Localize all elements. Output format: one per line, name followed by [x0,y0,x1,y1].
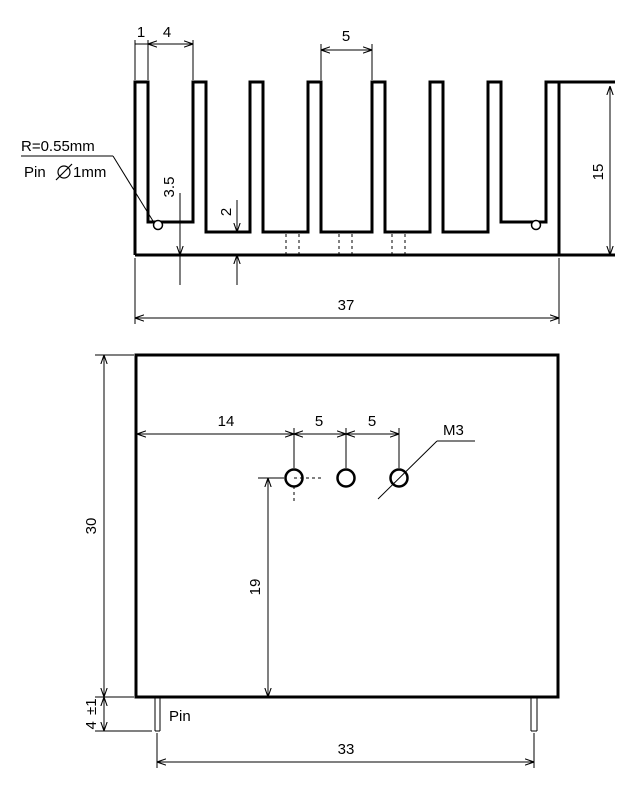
dim-slot-depth: 3.5 [161,177,178,198]
dim-hole-offset: 14 [218,413,235,430]
dim-profile-height: 15 [590,164,607,181]
dim-base-thickness: 2 [218,208,235,216]
dim-pin-length: 4 ±1 [83,698,100,729]
pin-right-icon [530,219,542,231]
hidden-pin-lines [285,234,406,255]
dim-fin-gap: 4 [163,24,171,41]
dim-hole-pitch-1: 5 [315,413,323,430]
dim-hole-height: 19 [247,579,264,596]
dim-pin-spacing: 33 [338,741,355,758]
label-thread-m3: M3 [443,422,464,439]
heatsink-front-outline [134,353,560,699]
note-pin: Pin [24,164,46,181]
diameter-icon [55,163,73,181]
pin-left-front [154,698,161,732]
front-view: Pin 14 5 5 M3 19 30 4 ±1 [83,353,560,768]
dim-center-gap: 5 [342,28,350,45]
heatsink-profile-outline [133,80,615,257]
note-radius: R=0.55mm [21,138,95,155]
pin-right-front [530,698,538,732]
hole-2-icon [336,468,356,488]
dim-profile-width: 37 [338,297,355,314]
pin-left-icon [152,219,164,231]
label-pin-front: Pin [169,708,191,725]
dim-front-height: 30 [83,518,100,535]
note-pin-size: 1mm [73,164,106,181]
profile-view: 1 4 5 15 3.5 2 37 R=0.55mm Pin [21,24,615,324]
dim-hole-pitch-2: 5 [368,413,376,430]
dim-fin-thickness: 1 [137,24,145,41]
